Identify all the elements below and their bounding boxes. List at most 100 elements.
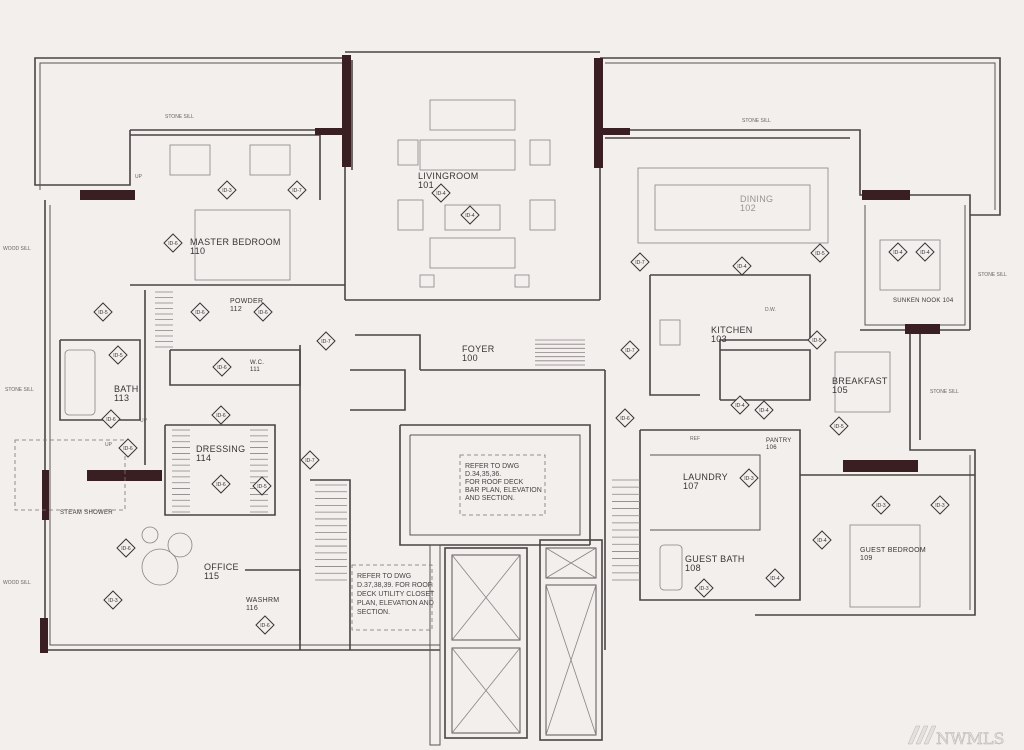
nwmls-watermark: NWMLS bbox=[907, 725, 1005, 748]
tag-marker: ID-6 bbox=[253, 302, 273, 322]
tag-label: ID-5 bbox=[113, 353, 123, 359]
diamond-icon bbox=[871, 495, 891, 515]
tag-label: ID-6 bbox=[258, 310, 268, 316]
tag-marker: ID-4 bbox=[732, 256, 752, 276]
tag-marker: ID-4 bbox=[765, 568, 785, 588]
tag-label: ID-6 bbox=[217, 365, 227, 371]
tag-label: ID-7 bbox=[625, 348, 635, 354]
nwmls-logo-icon bbox=[907, 725, 937, 745]
label-up: UP bbox=[105, 442, 113, 448]
tag-marker: ID-6 bbox=[615, 408, 635, 428]
tag-marker: ID-7 bbox=[630, 252, 650, 272]
diamond-icon bbox=[163, 233, 183, 253]
tag-marker: ID-5 bbox=[807, 330, 827, 350]
tag-marker: ID-4 bbox=[915, 242, 935, 262]
diamond-icon bbox=[217, 180, 237, 200]
tag-label: ID-5 bbox=[834, 424, 844, 430]
diamond-icon bbox=[118, 438, 138, 458]
tag-label: ID-7 bbox=[635, 260, 645, 266]
diamond-icon bbox=[810, 243, 830, 263]
diamond-icon bbox=[212, 357, 232, 377]
tag-marker: ID-4 bbox=[460, 205, 480, 225]
tag-marker: ID-6 bbox=[211, 405, 231, 425]
stairs bbox=[155, 291, 640, 581]
diamond-icon bbox=[287, 180, 307, 200]
tag-marker: ID-3 bbox=[871, 495, 891, 515]
diamond-icon bbox=[620, 340, 640, 360]
tag-label: ID-4 bbox=[436, 191, 446, 197]
tag-marker: ID-4 bbox=[812, 530, 832, 550]
tag-label: ID-3 bbox=[935, 503, 945, 509]
label-dw: D.W. bbox=[765, 307, 776, 313]
tag-label: ID-3 bbox=[744, 476, 754, 482]
tag-label: ID-4 bbox=[770, 576, 780, 582]
diamond-icon bbox=[108, 345, 128, 365]
tag-label: ID-6 bbox=[260, 623, 270, 629]
tag-marker: ID-3 bbox=[217, 180, 237, 200]
diamond-icon bbox=[812, 530, 832, 550]
diamond-icon bbox=[739, 468, 759, 488]
diamond-icon bbox=[829, 416, 849, 436]
tag-label: ID-4 bbox=[759, 408, 769, 414]
roof-deck-outline bbox=[34, 51, 1001, 216]
tag-marker: ID-6 bbox=[101, 409, 121, 429]
tag-label: ID-6 bbox=[106, 417, 116, 423]
diamond-icon bbox=[730, 395, 750, 415]
tag-label: ID-4 bbox=[920, 250, 930, 256]
tag-label: ID-3 bbox=[222, 188, 232, 194]
diamond-icon bbox=[316, 331, 336, 351]
tag-marker: ID-3 bbox=[930, 495, 950, 515]
tag-label: ID-4 bbox=[465, 213, 475, 219]
tag-marker: ID-3 bbox=[103, 590, 123, 610]
fireplace-walls bbox=[40, 55, 940, 653]
tag-marker: ID-3 bbox=[739, 468, 759, 488]
tag-label: ID-4 bbox=[737, 264, 747, 270]
tag-marker: ID-5 bbox=[252, 476, 272, 496]
label-stone-sill: STONE SILL bbox=[165, 114, 194, 120]
diamond-icon bbox=[765, 568, 785, 588]
tag-marker: ID-4 bbox=[431, 183, 451, 203]
tag-marker: ID-5 bbox=[93, 302, 113, 322]
tag-marker: ID-6 bbox=[116, 538, 136, 558]
diamond-icon bbox=[694, 578, 714, 598]
label-ref: REF bbox=[690, 436, 700, 442]
tag-marker: ID-6 bbox=[212, 357, 232, 377]
tag-marker: ID-5 bbox=[108, 345, 128, 365]
diamond-icon bbox=[732, 256, 752, 276]
tag-label: ID-5 bbox=[257, 484, 267, 490]
furniture bbox=[64, 99, 941, 608]
elevator-shafts bbox=[429, 539, 603, 746]
diamond-icon bbox=[190, 302, 210, 322]
diamond-icon bbox=[93, 302, 113, 322]
tag-label: ID-3 bbox=[108, 598, 118, 604]
tag-marker: ID-4 bbox=[754, 400, 774, 420]
tag-marker: ID-7 bbox=[316, 331, 336, 351]
diamond-icon bbox=[754, 400, 774, 420]
diamond-icon bbox=[211, 474, 231, 494]
tag-label: ID-6 bbox=[216, 482, 226, 488]
tag-marker: ID-6 bbox=[211, 474, 231, 494]
diamond-icon bbox=[630, 252, 650, 272]
tag-marker: ID-3 bbox=[694, 578, 714, 598]
label-stone-sill: STONE SILL bbox=[930, 389, 959, 395]
tag-marker: ID-7 bbox=[620, 340, 640, 360]
tag-label: ID-3 bbox=[699, 586, 709, 592]
walls bbox=[44, 60, 976, 651]
tag-label: ID-4 bbox=[735, 403, 745, 409]
room-wc: W.C.111 bbox=[250, 360, 264, 373]
tag-label: ID-7 bbox=[292, 188, 302, 194]
tag-label: ID-6 bbox=[216, 413, 226, 419]
diamond-icon bbox=[255, 615, 275, 635]
